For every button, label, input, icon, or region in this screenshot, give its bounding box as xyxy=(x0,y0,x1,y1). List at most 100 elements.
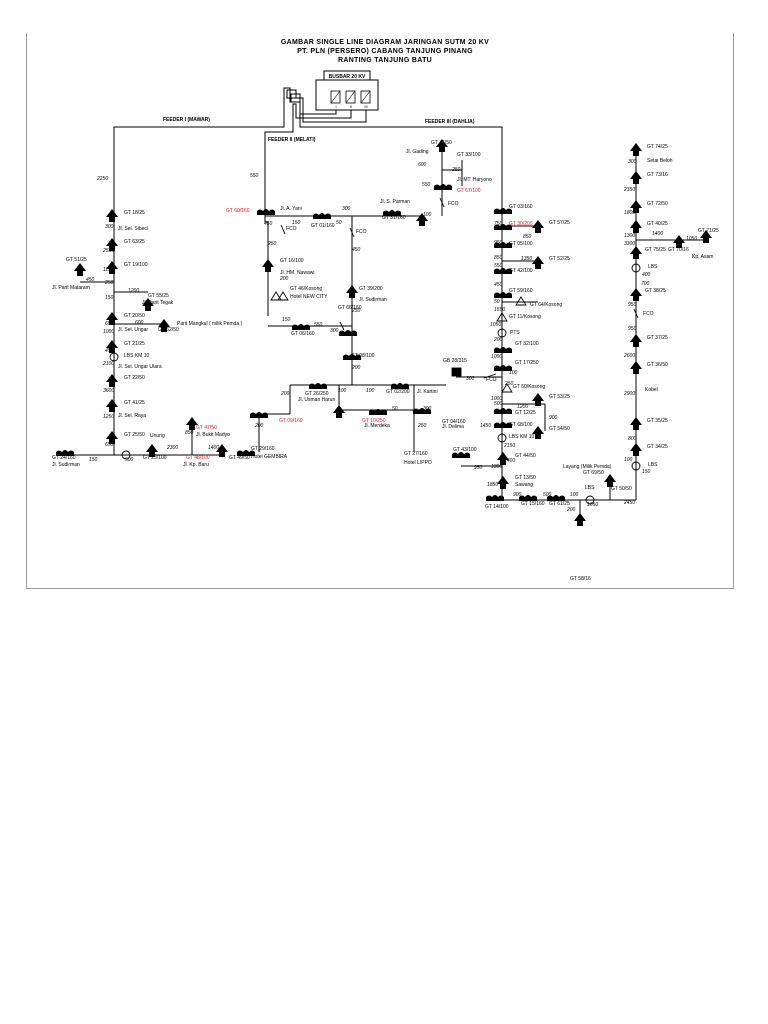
label-e-400: 400 xyxy=(642,272,651,278)
label-f1-gt47: GT 47/50 xyxy=(196,425,217,431)
label-f1-ungarutara: Jl. Sei. Ungar Utara xyxy=(118,364,162,370)
label-f3-500b: 500 xyxy=(543,492,552,498)
label-f3-300: 300 xyxy=(466,376,475,382)
label-f3-gt69: GT 69/50 xyxy=(583,470,604,476)
label-f2-250b: 250 xyxy=(351,308,361,314)
transformer-symbol xyxy=(486,495,504,501)
fco-symbol-2 xyxy=(349,227,355,238)
transformer-symbol xyxy=(494,242,512,248)
fco-symbol xyxy=(280,224,286,235)
label-f1-uning: Unung xyxy=(150,433,165,439)
label-e-setai: Setai Beloh xyxy=(647,158,673,164)
busbar-bay-3 xyxy=(360,90,371,104)
label-f3-200: 200 xyxy=(493,337,503,343)
label-e-lbs2: LBS xyxy=(648,462,658,468)
label-f2-ayani: Jl. A. Yani xyxy=(280,206,302,212)
label-e-950: 950 xyxy=(628,302,637,308)
label-f2-gt26: GT 26/250 xyxy=(305,391,329,397)
transformer-symbol xyxy=(333,405,345,418)
label-f1-gt23: GT 23/100 xyxy=(143,455,167,461)
label-f2-sudirman: Jl. Sudirman xyxy=(359,297,387,303)
transformer-symbol xyxy=(56,450,74,456)
transformer-symbol xyxy=(292,324,310,330)
label-e-2350: 2350 xyxy=(623,187,635,193)
transformer-symbol xyxy=(383,210,401,216)
transformer-symbol xyxy=(413,408,431,414)
label-f3-600: 600 xyxy=(418,162,427,168)
label-e-lbs: LBS xyxy=(648,264,658,270)
kosong-transformer-symbol-2 xyxy=(277,291,289,301)
label-f2-gt66: GT 66/160 xyxy=(338,305,362,311)
label-f3-250: 250 xyxy=(451,167,461,173)
label-f3-250b: 250 xyxy=(504,381,514,387)
lbs-symbol xyxy=(121,450,131,460)
transformer-symbol xyxy=(494,292,512,298)
lbs-layang-symbol xyxy=(585,495,595,505)
label-f1-gt18: GT 18/25 xyxy=(124,210,145,216)
label-f1-gt62: GT 62/50 xyxy=(158,327,179,333)
transformer-symbol xyxy=(673,235,685,248)
label-f2-450b: 450 xyxy=(352,247,361,253)
transformer-symbol xyxy=(630,443,642,456)
transformer-symbol xyxy=(519,495,537,501)
label-f1-650b: 650 xyxy=(105,442,114,448)
label-e-gt36: GT 36/50 xyxy=(647,362,668,368)
label-f1-gt41: GT 41/25 xyxy=(124,400,145,406)
label-f1-650: 650 xyxy=(105,321,114,327)
label-f2-50b: 50 xyxy=(392,406,398,412)
label-f2-550: 550 xyxy=(250,173,259,179)
label-f2-gt16: GT 16/100 xyxy=(280,258,304,264)
label-f2-gt01: GT 01/160 xyxy=(311,223,335,229)
label-e-gt70: GT 70/16 xyxy=(668,247,689,253)
transformer-symbol xyxy=(630,143,642,156)
label-f3-gt50: GT 50/50 xyxy=(611,486,632,492)
label-f1-2100: 2100 xyxy=(102,361,114,367)
label-f1-mangkul: Parit Mangkul ( milik Pemda ) xyxy=(177,321,243,327)
label-f1-gt63: GT 63/25 xyxy=(124,239,145,245)
transformer-symbol xyxy=(186,417,198,430)
label-f1-2300: 2300 xyxy=(166,445,178,451)
transformer-symbol xyxy=(532,256,544,269)
label-e-950b: 950 xyxy=(628,326,637,332)
transformer-symbol xyxy=(106,374,118,387)
label-f2-300: 300 xyxy=(342,206,351,212)
label-f2-merdeka: Jl. Merdeka xyxy=(364,423,390,429)
label-f2-50: 50 xyxy=(336,220,342,226)
kosong-transformer-symbol-5 xyxy=(501,383,513,393)
transformer-symbol xyxy=(630,361,642,374)
label-f2-300b: 300 xyxy=(330,328,339,334)
label-f2-gt60: GT 60/160 xyxy=(226,208,250,214)
transformer-symbol xyxy=(700,230,712,243)
label-e-kobel: Kobel xyxy=(645,387,658,393)
transformer-symbol xyxy=(494,422,512,428)
label-f1-250: 250 xyxy=(104,280,114,286)
fco-symbol-3 xyxy=(439,197,445,208)
label-e-2600: 2600 xyxy=(623,353,635,359)
label-f3-gt53: GT 53/25 xyxy=(549,394,570,400)
diagram-title: GAMBAR SINGLE LINE DIAGRAM JARINGAN SUTM… xyxy=(280,39,490,46)
transformer-symbol xyxy=(532,426,544,439)
label-f1-2550: 2550 xyxy=(102,248,114,254)
label-f3-1450: 1450 xyxy=(480,423,491,429)
feeder-1-label: FEEDER I (MAWAR) xyxy=(163,117,210,123)
label-f3-1200: 1200 xyxy=(517,404,528,410)
label-f3-2400: 2400 xyxy=(503,458,515,464)
feeder-2-label: FEEDER II (MELATI) xyxy=(268,137,316,143)
label-f3-gt54: GT 54/50 xyxy=(549,426,570,432)
label-f1-gt22: GT 22/50 xyxy=(124,375,145,381)
label-f1-1200: 1200 xyxy=(128,288,139,294)
label-f2-100b: 100 xyxy=(338,388,347,394)
label-f2-kartini: Jl. Kartini xyxy=(417,389,438,395)
label-e-300: 300 xyxy=(628,159,637,165)
label-e-gt35: GT 35/25 xyxy=(647,418,668,424)
label-f2-hanum: Jl. Usman Harun xyxy=(298,397,335,403)
transformer-symbol xyxy=(146,444,158,457)
lbs-east-symbol-2 xyxy=(631,461,641,471)
label-f3-pts: PTS xyxy=(510,330,520,336)
label-e-1400: 1400 xyxy=(652,231,663,237)
transformer-symbol xyxy=(309,383,327,389)
label-e-150: 150 xyxy=(642,469,651,475)
label-f3-950b: 950 xyxy=(474,465,483,471)
